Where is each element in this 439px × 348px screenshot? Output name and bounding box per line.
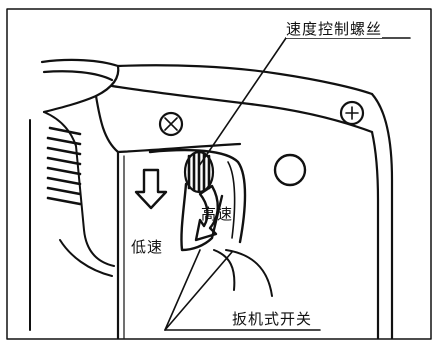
- high-speed-arrow: [194, 184, 219, 242]
- trigger-leader-right: [164, 251, 233, 331]
- frame-border: [6, 8, 432, 340]
- trigger-body: [180, 182, 224, 252]
- speed-control-screw: [183, 150, 215, 194]
- low-speed-arrow: [134, 168, 168, 210]
- lock-button: [273, 153, 307, 187]
- drill-body: [94, 92, 394, 340]
- speed-screw-leader: [198, 37, 287, 167]
- power-cord: [213, 249, 273, 297]
- drill-housing-top: [40, 58, 374, 134]
- trigger-switch-label: 扳机式开关: [232, 310, 313, 328]
- housing-screw-left: [158, 111, 184, 137]
- trigger-leader-left: [164, 249, 201, 331]
- high-speed-label: 高速: [201, 205, 234, 223]
- housing-screw-right: [339, 100, 365, 126]
- trigger-recess: [148, 148, 247, 244]
- handle-grip-ridges: [46, 126, 82, 206]
- drill-handle: [29, 111, 115, 331]
- speed-control-screw-label: 速度控制螺丝: [286, 20, 383, 38]
- low-speed-label: 低速: [131, 238, 164, 256]
